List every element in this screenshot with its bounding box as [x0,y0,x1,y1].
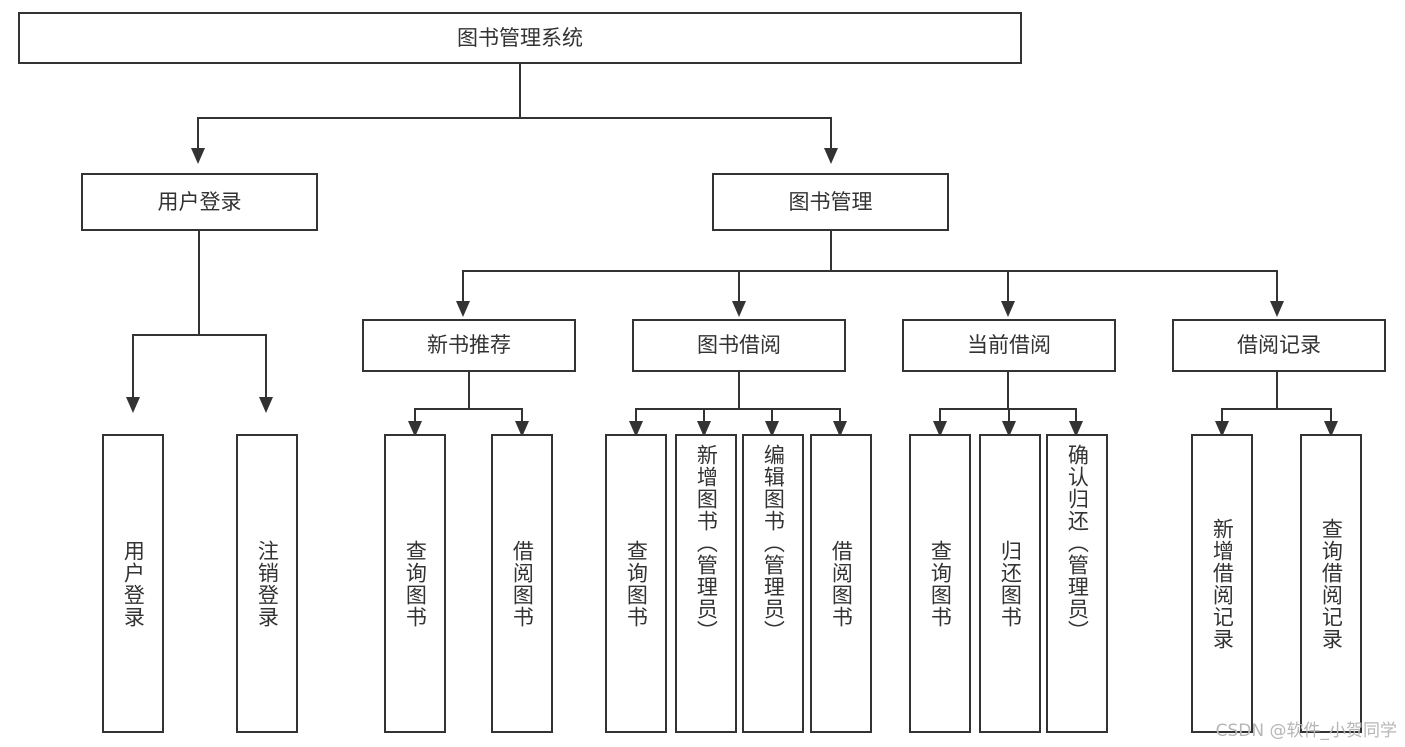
leaf-user-login-1[interactable]: 用户登录 [102,434,164,733]
leaf-borrow-record-2[interactable]: 查询借阅记录 [1300,434,1362,733]
leaf-current-borrow-2-label: 归还图书 [998,539,1023,628]
node-book-borrow[interactable]: 图书借阅 [632,319,846,372]
arrowhead-book-borrow-leaf-2 [697,421,711,437]
node-book-management-label: 图书管理 [788,189,873,214]
connector-user-login-drop-2 [265,334,267,399]
connector-borrow-record-stem [1276,372,1278,409]
connector-user-login-stem [198,231,200,335]
node-book-borrow-label: 图书借阅 [697,333,781,357]
connector-to-new-book [462,270,464,303]
arrowhead-new-book-leaf-1 [408,421,422,437]
connector-current-borrow-stem [1007,372,1009,409]
connector-current-borrow-drop-2 [1008,408,1010,427]
leaf-current-borrow-3[interactable]: 确认归还（管理员） [1046,434,1108,733]
arrowhead-to-current-borrow [1001,301,1015,317]
leaf-current-borrow-1-label: 查询图书 [928,539,953,628]
leaf-book-borrow-1-label: 查询图书 [624,539,649,628]
arrowhead-to-new-book [456,301,470,317]
connector-user-login-bus [133,334,267,336]
leaf-borrow-record-1[interactable]: 新增借阅记录 [1191,434,1253,733]
connector-book-borrow-drop-4 [839,408,841,427]
arrowhead-current-borrow-leaf-2 [1002,421,1016,437]
arrowhead-to-user-login [191,148,205,164]
connector-borrow-record-drop-1 [1221,408,1223,427]
node-book-management[interactable]: 图书管理 [712,173,949,231]
watermark-text: CSDN @软件_小贺同学 [1215,721,1397,741]
arrowhead-book-borrow-leaf-1 [629,421,643,437]
connector-to-book-borrow [738,270,740,303]
leaf-new-book-2-label: 借阅图书 [510,539,535,628]
connector-to-book-manage [830,117,832,150]
arrowhead-book-borrow-leaf-3 [765,421,779,437]
arrowhead-to-book-manage [824,148,838,164]
leaf-book-borrow-3-label: 编辑图书（管理员） [761,444,786,642]
node-current-borrow[interactable]: 当前借阅 [902,319,1116,372]
arrowhead-borrow-record-leaf-1 [1215,421,1229,437]
arrowhead-borrow-record-leaf-2 [1324,421,1338,437]
node-current-borrow-label: 当前借阅 [967,333,1051,357]
connector-root-stem [519,64,521,118]
node-user-login-label: 用户登录 [157,189,242,214]
connector-new-book-bus [415,408,523,410]
leaf-book-borrow-4[interactable]: 借阅图书 [810,434,872,733]
connector-level1-bus [198,117,832,119]
arrowhead-user-login-leaf-2 [259,397,273,413]
leaf-book-borrow-2-label: 新增图书（管理员） [694,444,719,642]
node-root-system-label: 图书管理系统 [457,25,583,50]
leaf-current-borrow-2[interactable]: 归还图书 [979,434,1041,733]
node-new-book-recommend-label: 新书推荐 [427,333,511,357]
node-borrow-record[interactable]: 借阅记录 [1172,319,1386,372]
connector-current-borrow-drop-1 [939,408,941,427]
connector-book-manage-stem [830,231,832,271]
leaf-user-login-1-label: 用户登录 [121,539,146,628]
node-root-system[interactable]: 图书管理系统 [18,12,1022,64]
arrowhead-current-borrow-leaf-1 [933,421,947,437]
connector-to-user-login [197,117,199,150]
leaf-book-borrow-3[interactable]: 编辑图书（管理员） [742,434,804,733]
leaf-current-borrow-1[interactable]: 查询图书 [909,434,971,733]
connector-borrow-record-drop-2 [1330,408,1332,427]
leaf-new-book-1-label: 查询图书 [403,539,428,628]
leaf-current-borrow-3-label: 确认归还（管理员） [1065,444,1090,642]
leaf-new-book-1[interactable]: 查询图书 [384,434,446,733]
leaf-new-book-2[interactable]: 借阅图书 [491,434,553,733]
connector-book-borrow-drop-2 [703,408,705,427]
node-user-login[interactable]: 用户登录 [81,173,318,231]
connector-book-borrow-bus [636,408,841,410]
connector-current-borrow-drop-3 [1075,408,1077,427]
connector-book-borrow-stem [738,372,740,409]
leaf-borrow-record-2-label: 查询借阅记录 [1319,517,1344,650]
arrowhead-user-login-leaf-1 [126,397,140,413]
connector-new-book-drop-2 [521,408,523,427]
arrowhead-current-borrow-leaf-3 [1069,421,1083,437]
leaf-borrow-record-1-label: 新增借阅记录 [1210,517,1235,650]
leaf-book-borrow-1[interactable]: 查询图书 [605,434,667,733]
arrowhead-to-book-borrow [732,301,746,317]
leaf-book-borrow-4-label: 借阅图书 [829,539,854,628]
connector-to-borrow-record [1276,270,1278,303]
arrowhead-to-borrow-record [1270,301,1284,317]
connector-book-borrow-drop-1 [635,408,637,427]
arrowhead-book-borrow-leaf-4 [833,421,847,437]
connector-new-book-drop-1 [414,408,416,427]
leaf-user-login-2-label: 注销登录 [255,539,280,628]
leaf-user-login-2[interactable]: 注销登录 [236,434,298,733]
connector-book-borrow-drop-3 [771,408,773,427]
connector-borrow-record-bus [1222,408,1332,410]
connector-new-book-stem [468,372,470,409]
leaf-book-borrow-2[interactable]: 新增图书（管理员） [675,434,737,733]
connector-user-login-drop-1 [132,334,134,399]
node-new-book-recommend[interactable]: 新书推荐 [362,319,576,372]
arrowhead-new-book-leaf-2 [515,421,529,437]
connector-to-current-borrow [1007,270,1009,303]
connector-level2-bus [463,270,1277,272]
node-borrow-record-label: 借阅记录 [1237,333,1321,357]
